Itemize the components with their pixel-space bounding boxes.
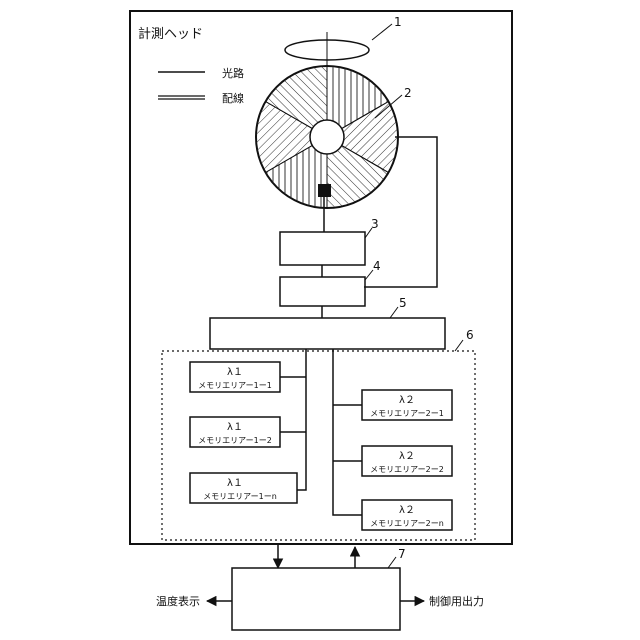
memory-box-2-n: λ２ メモリエリアー2ーn xyxy=(362,500,452,530)
legend-optical-path-label: 光路 xyxy=(222,66,244,80)
memory-label: メモリエリアー1ーn xyxy=(203,492,277,501)
ref-1: 1 xyxy=(394,15,402,29)
bus-left xyxy=(297,349,306,490)
leader-7 xyxy=(388,557,396,568)
memory-box-2-1: λ２ メモリエリアー2ー1 xyxy=(362,390,452,420)
memory-label: メモリエリアー2ー1 xyxy=(370,409,444,418)
memory-label: メモリエリアー1ー1 xyxy=(198,381,272,390)
memory-wavelength: λ２ xyxy=(399,395,415,406)
ref-5: 5 xyxy=(399,296,407,310)
ref-2: 2 xyxy=(404,86,412,100)
leader-4 xyxy=(365,270,373,280)
ref-4: 4 xyxy=(373,259,381,273)
memory-wavelength: λ２ xyxy=(399,505,415,516)
ref-3: 3 xyxy=(371,217,379,231)
leader-5 xyxy=(390,307,398,318)
memory-wavelength: λ１ xyxy=(227,367,243,378)
memory-box-1-1: λ１ メモリエリアー1ー1 xyxy=(190,362,280,392)
memory-label: メモリエリアー2ー2 xyxy=(370,465,444,474)
legend-wiring-label: 配線 xyxy=(222,91,244,105)
memory-wavelength: λ２ xyxy=(399,451,415,462)
memory-box-1-n: λ１ メモリエリアー1ーn xyxy=(190,473,297,503)
ref-6: 6 xyxy=(466,328,474,342)
leader-6 xyxy=(455,340,463,351)
memory-wavelength: λ１ xyxy=(227,478,243,489)
output-control: 制御用出力 xyxy=(429,594,484,608)
memory-box-1-2: λ１ メモリエリアー1ー2 xyxy=(190,417,280,447)
ref-7: 7 xyxy=(398,547,406,561)
memory-label: メモリエリアー2ーn xyxy=(370,519,444,528)
leader-1 xyxy=(372,24,392,40)
memory-label: メモリエリアー1ー2 xyxy=(198,436,272,445)
memory-box-2-2: λ２ メモリエリアー2ー2 xyxy=(362,446,452,476)
filter-wheel xyxy=(256,66,398,208)
box-3 xyxy=(280,232,365,265)
sensor-element xyxy=(318,184,331,197)
memory-wavelength: λ１ xyxy=(227,422,243,433)
box-4 xyxy=(280,277,365,306)
output-temperature-display: 温度表示 xyxy=(156,594,200,608)
head-title: 計測ヘッド xyxy=(138,26,203,42)
bus-right xyxy=(333,349,362,515)
box-7 xyxy=(232,568,400,630)
box-5 xyxy=(210,318,445,349)
